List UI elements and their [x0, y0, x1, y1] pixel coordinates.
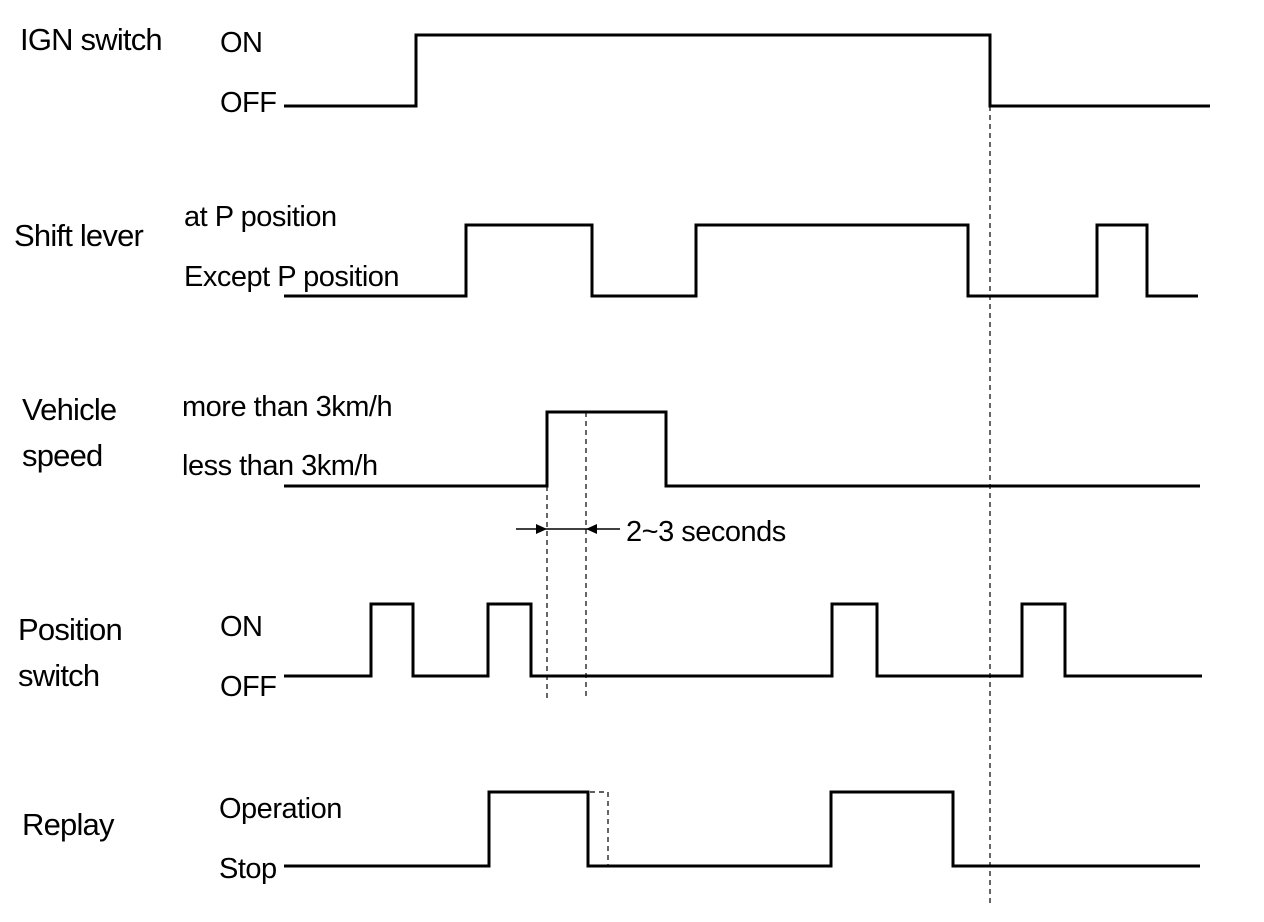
- signal-name-ign-switch: IGN switch: [20, 22, 162, 57]
- position-switch-waveform: [284, 602, 1202, 678]
- ign-high-label: ON: [220, 27, 263, 59]
- shift-lever-waveform: [284, 223, 1198, 298]
- speed-low-label: less than 3km/h: [182, 450, 378, 482]
- delay-arrow: [516, 524, 620, 534]
- signal-name-replay: Replay: [22, 807, 115, 842]
- signal-name-shift-lever: Shift lever: [14, 218, 144, 253]
- signal-name-vehicle-speed-line1: Vehicle: [22, 392, 116, 427]
- shift-low-label: Except P position: [184, 261, 399, 293]
- delay-label: 2~3 seconds: [626, 516, 786, 548]
- replay-waveform: [284, 790, 1200, 868]
- ign-switch-waveform: [284, 33, 1210, 108]
- replay-low-label: Stop: [219, 853, 277, 885]
- signal-name-position-switch-line1: Position: [18, 612, 122, 647]
- signal-name-position-switch-line2: switch: [18, 658, 99, 693]
- position-low-label: OFF: [220, 671, 277, 703]
- replay-high-label: Operation: [219, 793, 342, 825]
- signal-name-vehicle-speed-line2: speed: [22, 438, 102, 473]
- shift-high-label: at P position: [184, 201, 337, 233]
- position-high-label: ON: [220, 611, 263, 643]
- replay-dashed-extension: [590, 791, 609, 866]
- vehicle-speed-waveform: [284, 410, 1200, 488]
- speed-high-label: more than 3km/h: [182, 391, 392, 423]
- ign-low-label: OFF: [220, 87, 277, 119]
